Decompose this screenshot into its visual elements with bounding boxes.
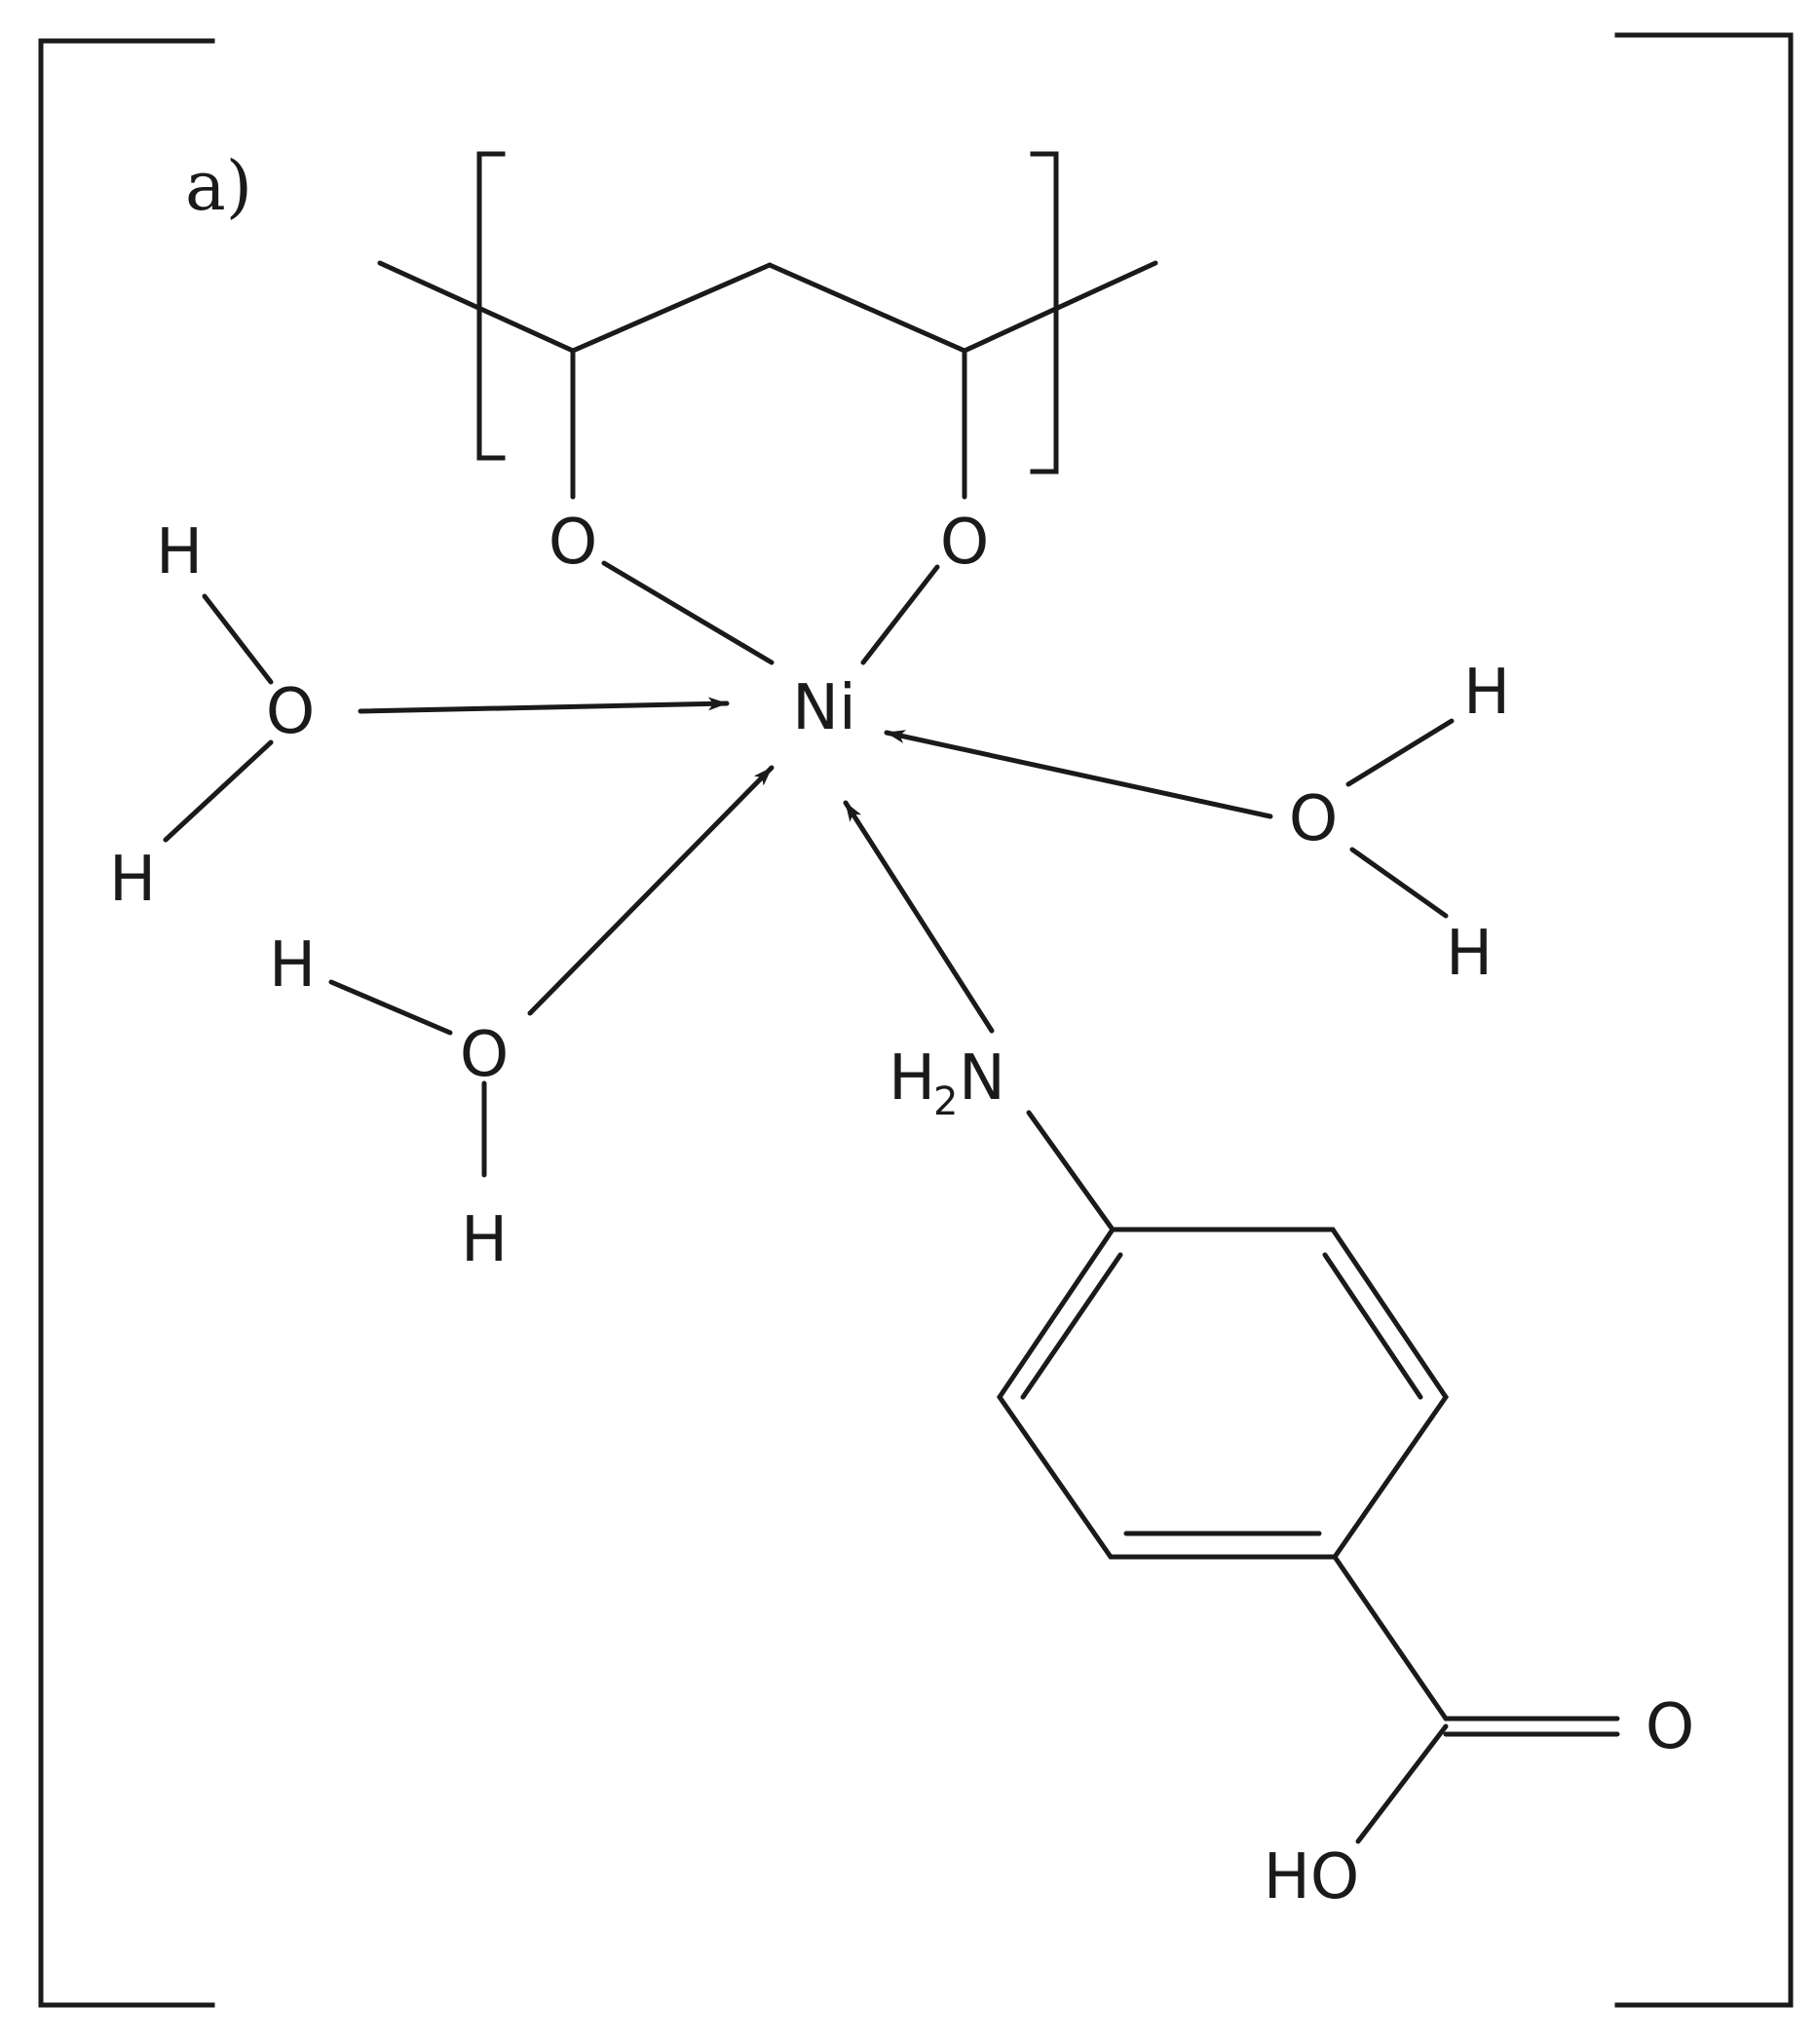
water-left-oh-bottom [163, 739, 274, 843]
polymer-right-bracket [1030, 151, 1059, 474]
atom-o-polymer-right: O [940, 507, 989, 579]
ring-double-bond-inner-1 [1020, 1252, 1123, 1400]
atom-amine-n: N [959, 1042, 1005, 1115]
outer-left-bracket [38, 38, 215, 2008]
atom-o-polymer-left: O [549, 507, 597, 579]
atom-h-water-right-top: H [1463, 657, 1510, 729]
atom-h-water-left-bottom: H [109, 844, 156, 916]
backbone-bond-2 [767, 262, 967, 354]
water-left-oh-top [202, 593, 274, 685]
atom-o-water-lower: O [460, 1019, 509, 1091]
atom-amine-subscript: 2 [933, 1079, 958, 1124]
ring-double-bond-inner-2 [1322, 1252, 1423, 1400]
atom-amine-h: H [889, 1042, 935, 1115]
panel-label: a) [185, 146, 252, 226]
backbone-bond-left-stub [377, 260, 576, 354]
atom-o-water-left: O [266, 676, 315, 748]
water-lower-oh-top [328, 979, 453, 1036]
atom-o-water-right: O [1289, 783, 1338, 855]
atom-ni: Ni [792, 672, 856, 744]
dative-bond-water-left [358, 697, 730, 714]
atom-h-water-lower-top: H [269, 929, 316, 1002]
atom-carbonyl-o: O [1646, 1691, 1694, 1763]
dative-bond-water-right [884, 730, 1273, 819]
backbone-bond-right-stub [962, 260, 1158, 354]
atom-h-water-lower-bottom: H [461, 1204, 508, 1276]
polymer-left-bracket [476, 151, 506, 461]
ring-carboxyl-bond [1332, 1554, 1449, 1722]
outer-right-bracket [1614, 32, 1794, 2008]
backbone-bond-1 [570, 262, 773, 354]
atom-h-water-left-top: H [156, 516, 203, 588]
water-right-oh-top [1345, 718, 1455, 787]
c-oh-bond [1355, 1723, 1449, 1844]
atom-h-water-right-bottom: H [1446, 918, 1493, 990]
dative-bond-amine [843, 800, 995, 1034]
dative-bond-water-lower [527, 765, 775, 1016]
o-ni-bond-right [860, 564, 940, 665]
n-ring-bond [1026, 1110, 1116, 1232]
o-ni-bond-left [601, 560, 775, 665]
benzene-ring [996, 1227, 1450, 1560]
atom-hydroxyl: HO [1264, 1841, 1360, 1913]
water-right-oh-bottom [1349, 847, 1449, 919]
